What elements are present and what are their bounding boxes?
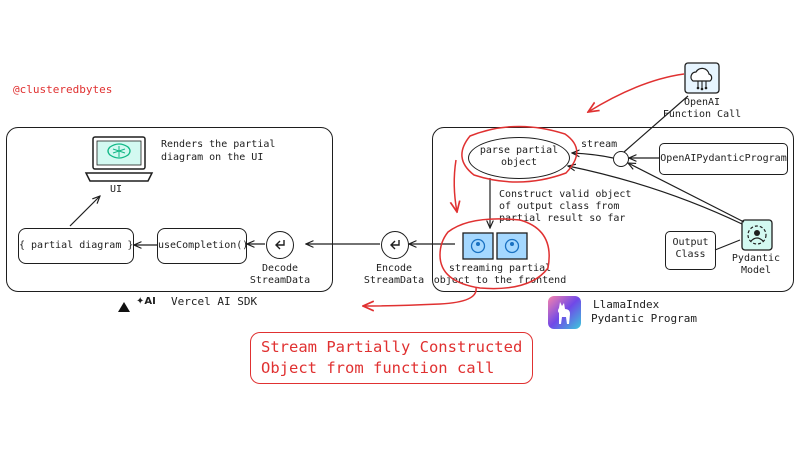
sparkle-icon: ✦ (136, 296, 145, 307)
red-arrow-down (454, 159, 457, 212)
author-handle: @clusteredbytes (13, 83, 113, 96)
ai-wordmark: ✦AI (136, 296, 156, 308)
construct-note-line-2: of output class from (499, 201, 620, 212)
red-circle-parse (461, 125, 578, 183)
arrow-model-to-parse (568, 166, 743, 225)
decode-label-line-1: Decode (261, 263, 299, 274)
pydantic-model-line-2: Model (740, 265, 772, 276)
arrow-junction-to-parse (572, 153, 614, 159)
vercel-sdk-label: Vercel AI SDK (171, 295, 258, 308)
ui-caption: UI (109, 184, 123, 195)
openai-label-line-1: OpenAI (683, 97, 721, 108)
llamaindex-line-2: Pydantic Program (591, 312, 697, 325)
openai-pydantic-program-box: OpenAIPydanticProgram (659, 143, 788, 175)
pydantic-model-line-1: Pydantic (731, 253, 781, 264)
partial-diagram-label: { partial diagram } (19, 240, 134, 251)
use-completion-label: useCompletion() (158, 240, 249, 251)
red-arrow-openai-to-parse (588, 73, 685, 112)
output-class-box: Output Class (665, 231, 716, 270)
streaming-object-icons (461, 231, 529, 261)
streaming-label-line-2: object to the frontend (433, 275, 567, 286)
encode-label-line-1: Encode (375, 263, 413, 274)
encode-label-line-2: StreamData (363, 275, 425, 286)
stream-label: stream (581, 139, 618, 150)
red-circle-streaming (439, 218, 550, 290)
llamaindex-line-1: LlamaIndex (593, 298, 660, 311)
decode-label-line-2: StreamData (249, 275, 311, 286)
callout-line-1: Stream Partially Constructed (261, 338, 523, 356)
streaming-label-line-1: streaming partial (448, 263, 552, 274)
openai-program-label: OpenAIPydanticProgram (660, 153, 787, 164)
llamaindex-logo-icon (548, 296, 581, 329)
parse-partial-object-node: parse partial object (468, 137, 570, 179)
openai-label-line-2: Function Call (662, 109, 742, 120)
vercel-sdk-panel (6, 127, 333, 292)
headline-callout: Stream Partially Constructed Object from… (250, 332, 534, 384)
llamaindex-panel (432, 127, 794, 292)
openai-cloud-icon (684, 62, 720, 94)
output-class-line-2: Class (675, 249, 706, 260)
use-completion-box: useCompletion() (157, 228, 249, 264)
vercel-triangle-icon (118, 297, 130, 312)
arrow-model-to-junction (628, 163, 745, 223)
construct-note-line-1: Construct valid object (499, 189, 632, 200)
monitor-icon (84, 135, 154, 185)
decode-icon (266, 231, 294, 259)
construct-note-line-3: partial result so far (499, 213, 626, 224)
line-outputclass-to-model (714, 239, 741, 251)
arrow-diagram-to-ui (69, 196, 100, 227)
ai-mark: AI (144, 296, 156, 307)
callout-line-2: Object from function call (261, 359, 495, 377)
partial-diagram-box: { partial diagram } (18, 228, 134, 264)
renders-note-line-1: Renders the partial (161, 139, 276, 150)
red-arrow-to-callout (363, 287, 477, 306)
parse-label-line-1: parse partial (479, 145, 559, 156)
parse-label-line-2: object (500, 157, 538, 168)
pydantic-model-icon (741, 219, 773, 251)
line-openai-to-junction (623, 95, 689, 153)
output-class-line-1: Output (672, 237, 709, 248)
renders-note-line-2: diagram on the UI (161, 152, 264, 163)
